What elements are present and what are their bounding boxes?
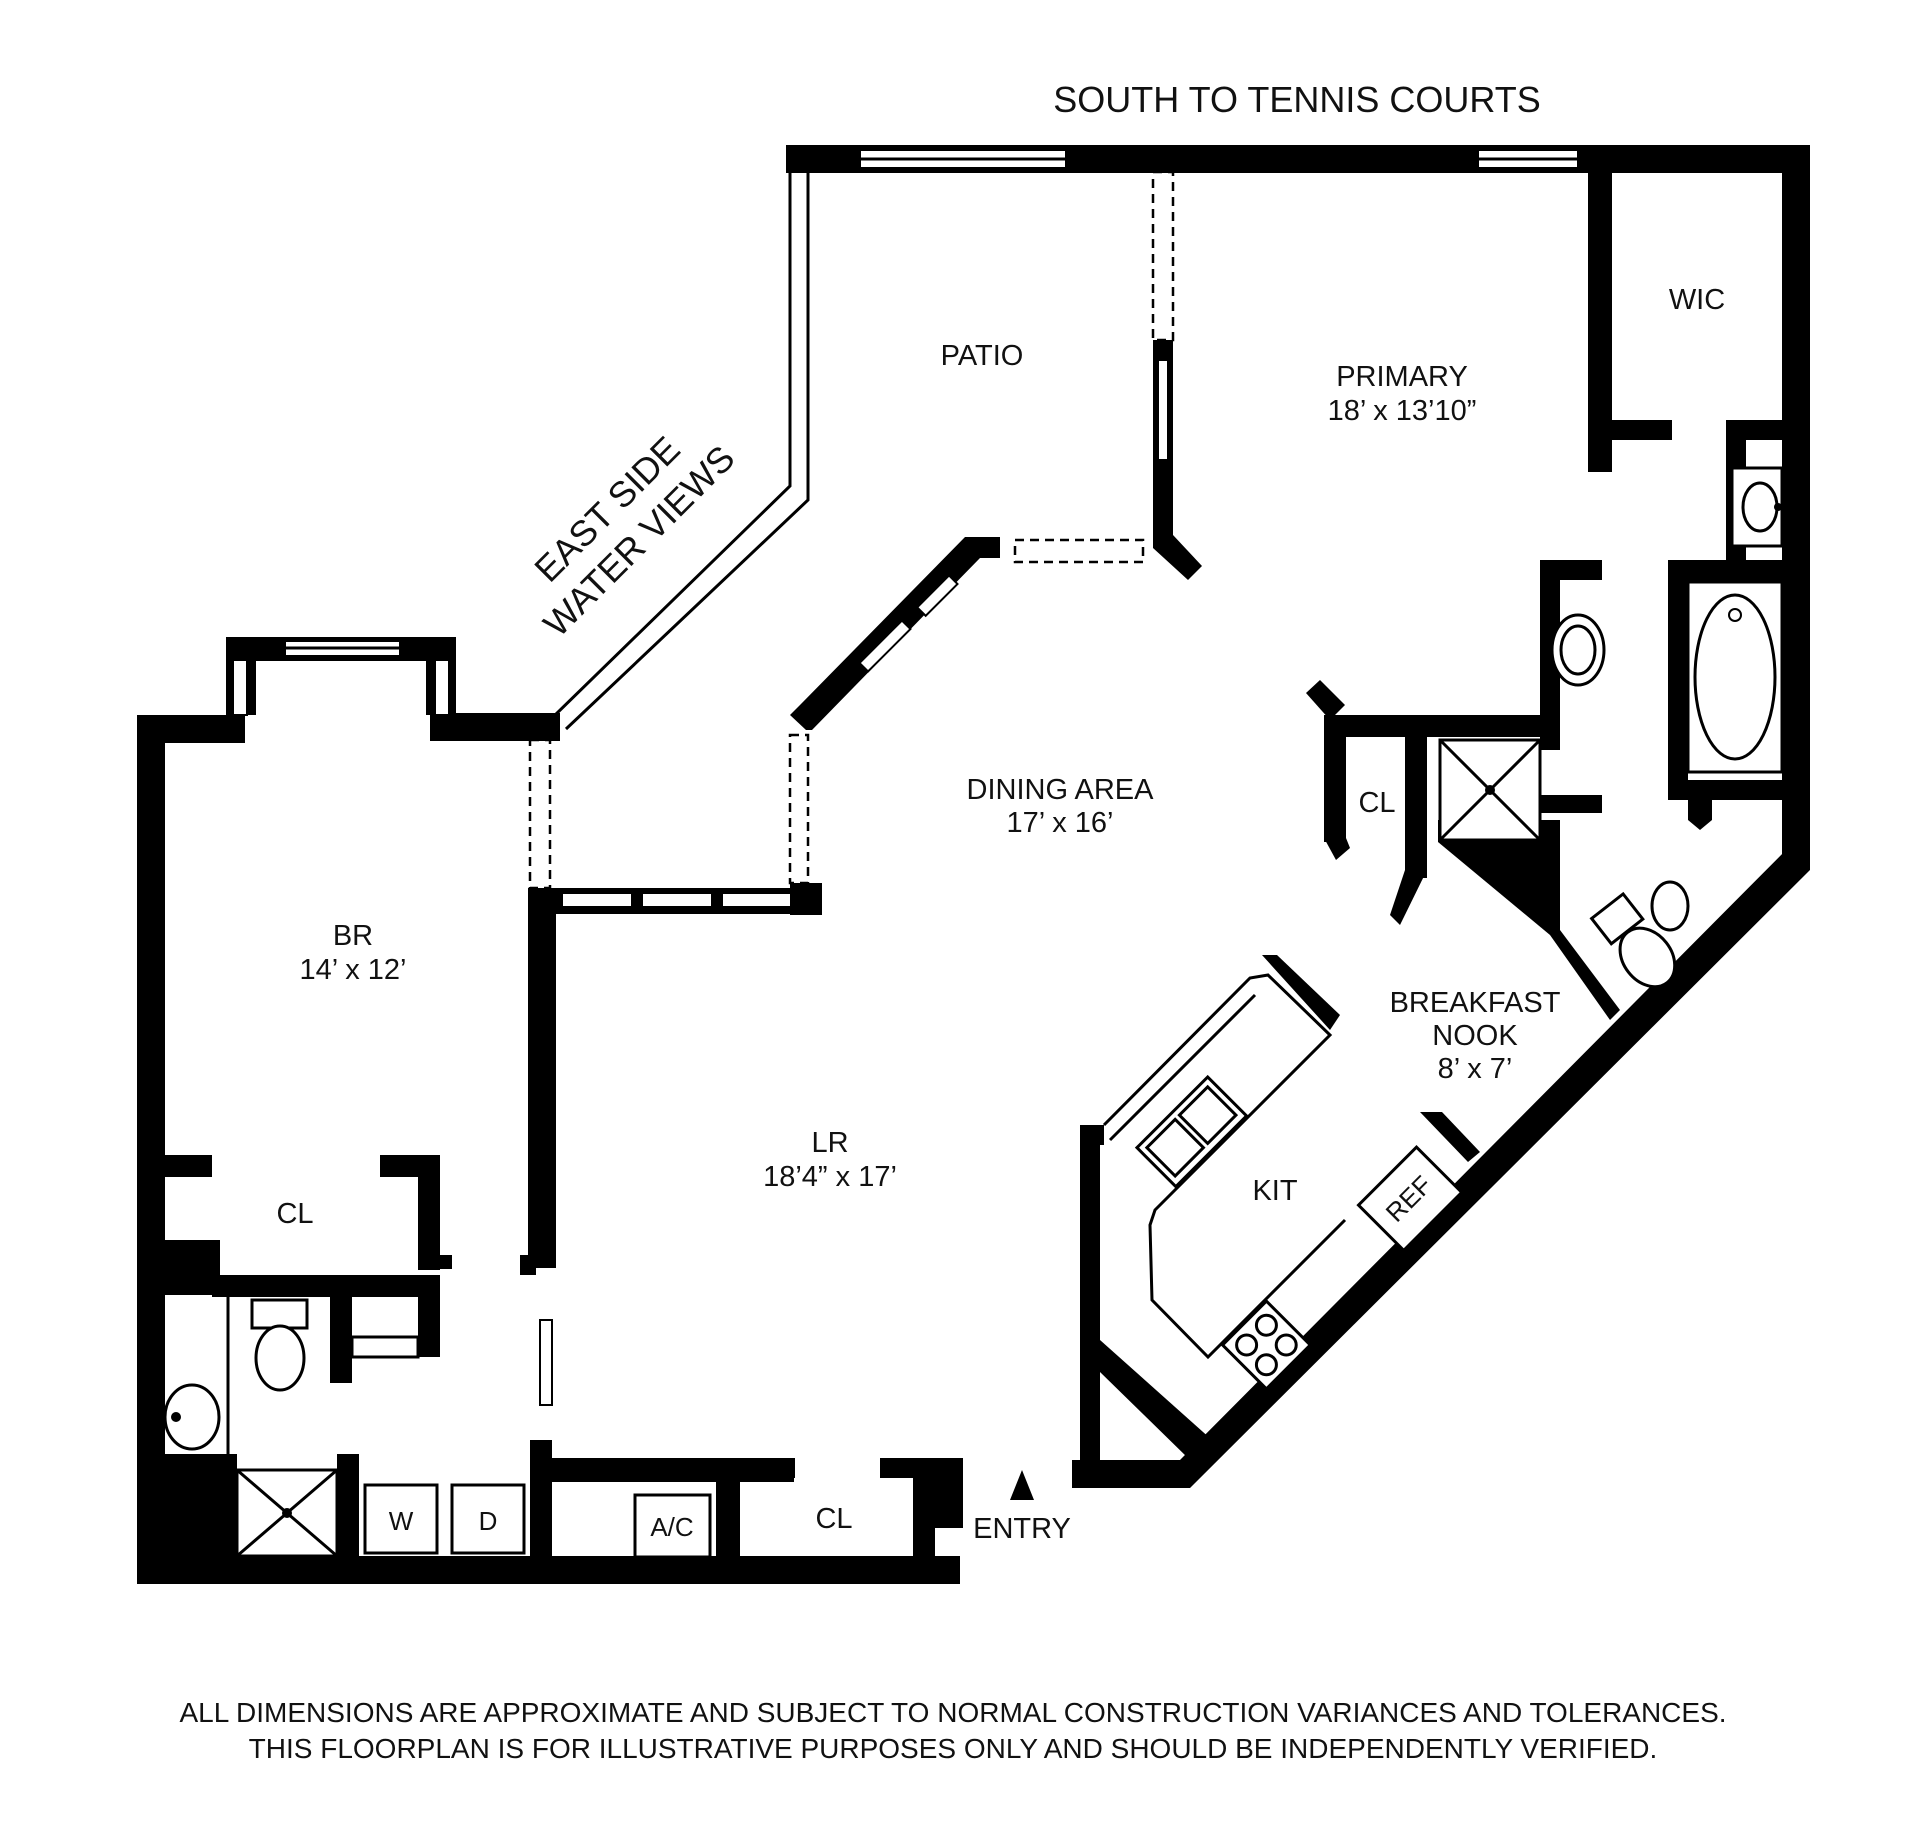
patio-opening-left	[528, 738, 552, 890]
toilet-bath2	[250, 1298, 309, 1330]
room-br-size: 14’ x 12’	[300, 954, 407, 986]
sink-bath2	[163, 1383, 221, 1451]
room-lr-size: 18’4” x 17’	[763, 1161, 897, 1193]
patio-opening-top	[1013, 538, 1145, 564]
header-top-label: SOUTH TO TENNIS COURTS	[1053, 79, 1540, 120]
washer	[363, 1483, 439, 1555]
room-primary-size: 18’ x 13’10”	[1328, 395, 1477, 427]
refrigerator	[1356, 1144, 1464, 1253]
ac-unit	[633, 1493, 712, 1559]
dryer-label: D	[479, 1506, 498, 1536]
room-dining-name: DINING AREA	[967, 774, 1155, 806]
kitchen-counter	[1102, 973, 1347, 1360]
toilet-primary	[1589, 891, 1677, 989]
washer-label: W	[389, 1506, 414, 1536]
patio-opening-mid	[788, 733, 810, 885]
room-wic-name: WIC	[1669, 284, 1725, 316]
kitchen-range	[1220, 1299, 1313, 1391]
patio-opening-right	[1151, 170, 1175, 342]
room-patio-name: PATIO	[941, 340, 1024, 372]
room-br-name: BR	[333, 920, 373, 952]
room-breakfast-line2: NOOK	[1432, 1020, 1518, 1052]
room-breakfast-size: 8’ x 7’	[1438, 1053, 1513, 1085]
entry-label: ENTRY	[973, 1513, 1071, 1545]
room-primary-name: PRIMARY	[1336, 361, 1468, 393]
room-kit-name: KIT	[1252, 1175, 1297, 1207]
dryer	[450, 1483, 526, 1555]
disclaimer-line2: THIS FLOORPLAN IS FOR ILLUSTRATIVE PURPO…	[249, 1733, 1658, 1764]
room-closet-hall-name: CL	[1358, 787, 1395, 819]
room-closet-br-name: CL	[276, 1198, 313, 1230]
room-breakfast-line1: BREAKFAST	[1390, 987, 1561, 1019]
disclaimer-line1: ALL DIMENSIONS ARE APPROXIMATE AND SUBJE…	[179, 1697, 1726, 1728]
room-closet-entry-name: CL	[815, 1503, 852, 1535]
ac-label: A/C	[650, 1512, 693, 1542]
room-lr-name: LR	[811, 1127, 848, 1159]
interior-walls	[137, 170, 1788, 1574]
kitchen-sink	[1134, 1074, 1249, 1189]
fixtures	[163, 466, 1784, 1576]
entry-arrow	[1010, 1470, 1034, 1500]
room-dining-size: 17’ x 16’	[1007, 807, 1114, 839]
br-door-slab	[539, 1319, 553, 1406]
